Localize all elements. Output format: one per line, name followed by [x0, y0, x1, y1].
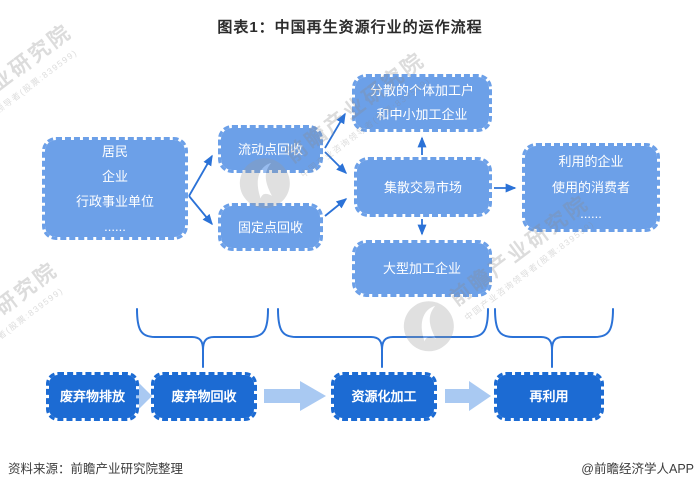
stage-label: 废弃物排放: [59, 389, 125, 404]
arrow-mobile-to-market: [324, 151, 348, 175]
box-scattered-processors: 分散的个体加工户 和中小加工企业: [352, 74, 492, 132]
arrow-source-to-mobile: [188, 154, 213, 197]
stage-box-resource-processing: 资源化加工: [331, 372, 437, 421]
brace-processing-stage: [277, 308, 489, 368]
brace-recycle-stage: [136, 308, 269, 368]
thick-arrow-processing-to-reuse: [445, 381, 491, 411]
box-large-processors-label: 大型加工企业: [382, 261, 461, 276]
box-large-processors: 大型加工企业: [352, 240, 492, 297]
stage-box-waste-recycling: 废弃物回收: [151, 372, 257, 421]
box-users-line: ......: [580, 205, 602, 221]
data-source-note: 资料来源：前瞻产业研究院整理: [8, 462, 184, 476]
box-mobile-recycling-label: 流动点回收: [237, 141, 303, 157]
stage-label: 资源化加工: [351, 389, 417, 404]
chart-title: 图表1：中国再生资源行业的运作流程: [217, 19, 483, 36]
box-trading-market: 集散交易市场: [354, 157, 492, 217]
app-credit: @前瞻经济学人APP: [581, 462, 694, 476]
box-fixed-recycling: 固定点回收: [218, 203, 323, 251]
box-waste-sources-line: 居民: [101, 143, 128, 159]
arrow-source-to-fixed: [188, 195, 213, 226]
box-waste-sources-line: 行政事业单位: [75, 193, 154, 209]
box-fixed-recycling-label: 固定点回收: [237, 219, 303, 235]
box-users-line: 利用的企业: [558, 153, 624, 169]
box-waste-sources: 居民 企业 行政事业单位 ......: [42, 137, 188, 240]
arrow-fixed-to-market: [324, 198, 348, 217]
box-waste-sources-line: ......: [104, 218, 126, 234]
box-scattered-processors-line: 和中小加工企业: [376, 107, 468, 122]
stage-box-waste-discharge: 废弃物排放: [46, 372, 139, 421]
box-mobile-recycling: 流动点回收: [218, 125, 323, 173]
box-trading-market-label: 集散交易市场: [383, 179, 462, 195]
thick-arrow-recycle-to-processing: [264, 381, 326, 411]
stage-label: 再利用: [529, 389, 569, 404]
box-users: 利用的企业 使用的消费者 ......: [522, 143, 660, 232]
box-waste-sources-line: 企业: [101, 168, 128, 184]
box-scattered-processors-line: 分散的个体加工户: [369, 83, 474, 98]
brace-reuse-stage: [494, 308, 614, 368]
stage-box-reuse: 再利用: [494, 372, 604, 421]
stage-label: 废弃物回收: [171, 389, 237, 404]
arrow-mobile-to-scattered: [324, 112, 346, 149]
thick-arrow-discharge-to-recycle: [133, 383, 152, 409]
box-users-line: 使用的消费者: [551, 179, 630, 195]
